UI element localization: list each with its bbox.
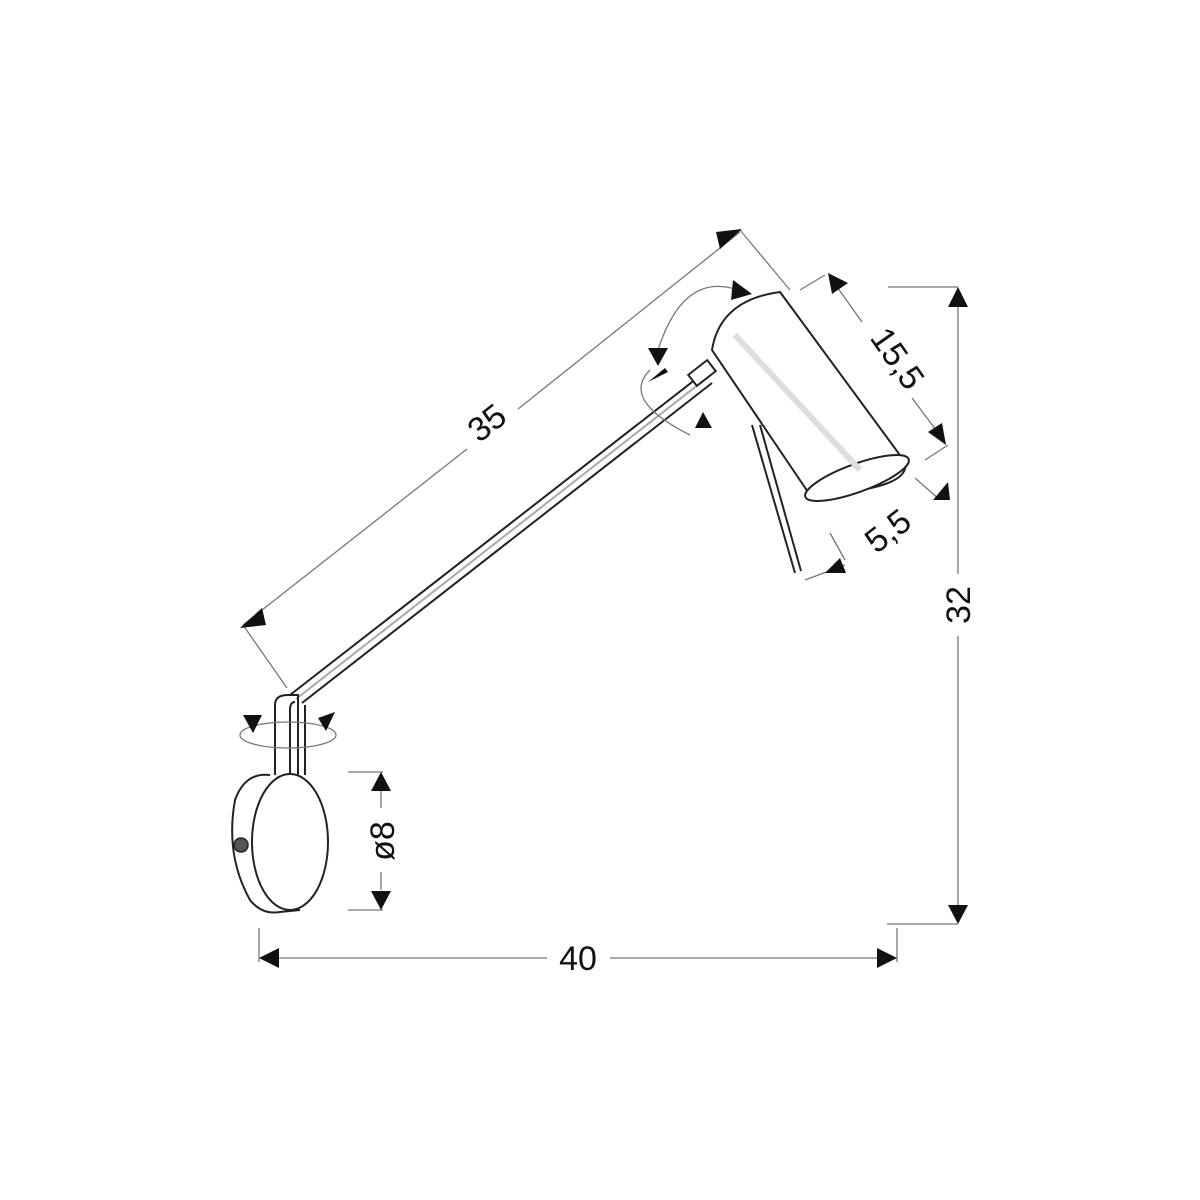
rotate-arrow-icon — [648, 368, 668, 382]
rotate-arrow-icon — [731, 280, 752, 300]
dimension-base-diameter: ø8 — [348, 771, 402, 911]
lamp-rod — [751, 424, 802, 574]
lamp-wall-base — [231, 773, 329, 914]
lamp-drawing — [231, 290, 910, 914]
total-width-label: 40 — [559, 940, 597, 978]
dimension-arm-length: 35 — [240, 229, 791, 689]
rotate-arrow-icon — [318, 712, 335, 731]
shade-length-label: 15,5 — [862, 321, 931, 397]
total-height-label: 32 — [940, 586, 978, 624]
rotate-arrow-icon — [243, 715, 262, 733]
arm-length-label: 35 — [461, 397, 514, 450]
base-diameter-label: ø8 — [364, 821, 402, 861]
rotate-arrow-icon — [648, 348, 668, 366]
rotation-indicator-joint — [640, 280, 752, 436]
dimension-total-width: 40 — [258, 928, 898, 978]
lamp-bracket — [274, 694, 306, 775]
screw-icon — [233, 837, 249, 853]
rotate-arrow-icon — [695, 412, 712, 428]
dimension-total-height: 32 — [887, 286, 978, 925]
shade-diameter-label: 5,5 — [858, 502, 919, 561]
lamp-shade — [710, 290, 910, 502]
rotation-indicator-base — [239, 712, 337, 749]
lamp-arm — [289, 358, 718, 704]
